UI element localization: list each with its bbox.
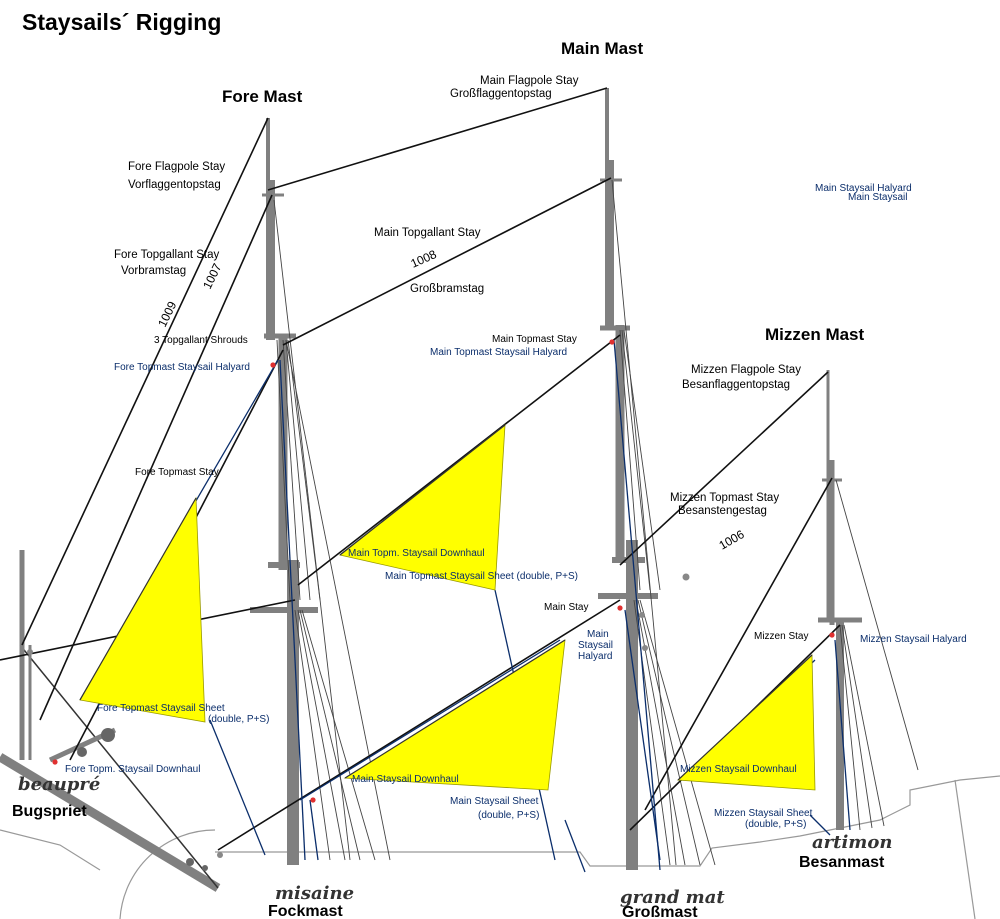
stay-number-1007: 1007 xyxy=(200,261,224,291)
staysails xyxy=(79,424,816,791)
mizzen-mast-spar xyxy=(818,370,862,830)
fore-topgallant-stay xyxy=(39,194,273,721)
main-staysail xyxy=(343,639,566,791)
mizzen-stay-label: Mizzen Stay xyxy=(754,631,808,642)
main-stay-label: Main Stay xyxy=(544,602,588,613)
mizzen-flagpole-stay-label: Mizzen Flagpole Stay xyxy=(691,364,801,376)
main-staysail-downhaul-label: Main Staysail Downhaul xyxy=(352,774,459,785)
fore-topmast-staysail-sheet-label: Fore Topmast Staysail Sheet xyxy=(97,703,225,714)
main-topmast-staysail-sheet-label: Main Topmast Staysail Sheet (double, P+S… xyxy=(385,571,578,582)
main-staysail-halyard-note-1: Main Staysail Halyard xyxy=(815,183,912,194)
mizzen-mast-heading: Mizzen Mast xyxy=(765,325,865,344)
main-staysail-halyard-label-2: Staysail xyxy=(578,640,613,651)
fore-flagpole-stay-label: Fore Flagpole Stay xyxy=(128,161,225,173)
main-topmast-staysail xyxy=(339,424,506,591)
fore-topgallant-stay-label: Fore Topgallant Stay xyxy=(114,249,220,261)
stay-number-1006: 1006 xyxy=(717,527,747,553)
besanmast-label: Besanmast xyxy=(799,854,885,871)
mizzen-topmast-stay xyxy=(644,477,833,811)
beaupre-label: beaupré xyxy=(18,774,100,795)
fore-flagpole-stay-label-de: Vorflaggentopstag xyxy=(128,179,221,191)
mizzen-staysail-downhaul-label: Mizzen Staysail Downhaul xyxy=(680,764,797,775)
blocks xyxy=(52,339,835,803)
main-topgallant-stay xyxy=(282,177,612,346)
main-staysail-sheet-note: (double, P+S) xyxy=(478,810,539,821)
fore-topmast-stay-label: Fore Topmast Stay xyxy=(135,467,219,478)
grand-mat-label: grand mat xyxy=(620,887,725,908)
main-flagpole-stay-label: Main Flagpole Stay xyxy=(480,75,579,87)
fore-topmast-staysail-sheet-note: (double, P+S) xyxy=(208,714,269,725)
mizzen-topmast-stay-label: Mizzen Topmast Stay xyxy=(670,492,779,504)
mizzen-flagpole-stay-label-de: Besanflaggentopstag xyxy=(682,379,790,391)
fore-topgallant-stay-label-de: Vorbramstag xyxy=(121,265,186,277)
main-topmast-stay-label: Main Topmast Stay xyxy=(492,334,577,345)
main-staysail-halyard-note-2: Main Staysail xyxy=(848,192,907,203)
main-mast-heading: Main Mast xyxy=(561,39,644,58)
bugspriet-label: Bugspriet xyxy=(12,803,87,820)
mizzen-staysail-halyard-label: Mizzen Staysail Halyard xyxy=(860,634,967,645)
hull-outline xyxy=(0,775,1000,919)
grossmast-label: Großmast xyxy=(622,904,698,919)
mizzen-flagpole-stay xyxy=(619,371,829,566)
main-flagpole-stay xyxy=(267,87,608,191)
main-flagpole-stay-label-de: Großflaggentopstag xyxy=(450,88,552,100)
sail-luff-lines xyxy=(79,424,813,781)
main-staysail-halyard-label-3: Halyard xyxy=(578,651,612,662)
main-mast-spar xyxy=(598,88,658,870)
misaine-label: misaine xyxy=(275,883,354,904)
main-topgallant-stay-label-de: Großbramstag xyxy=(410,283,484,295)
fore-topmast-staysail-halyard-label: Fore Topmast Staysail Halyard xyxy=(114,362,250,373)
main-topmast-staysail-halyard-label: Main Topmast Staysail Halyard xyxy=(430,347,567,358)
mizzen-staysail-sheet-label: Mizzen Staysail Sheet xyxy=(714,808,813,819)
mizzen-staysail-sheet-note: (double, P+S) xyxy=(745,819,806,830)
artimon-label: artimon xyxy=(812,832,892,853)
main-stay xyxy=(217,599,621,851)
fittings xyxy=(27,573,690,858)
main-staysail-sheet-label: Main Staysail Sheet xyxy=(450,796,539,807)
topgallant-shrouds-label: 3 Topgallant Shrouds xyxy=(154,335,248,346)
fore-flagpole-stay xyxy=(21,117,269,646)
mizzen-topmast-stay-label-de: Besanstengestag xyxy=(678,505,767,517)
shrouds xyxy=(273,179,919,866)
main-topmast-stay xyxy=(297,334,621,586)
fore-topm-staysail-downhaul-label: Fore Topm. Staysail Downhaul xyxy=(65,764,200,775)
main-staysail-halyard-label-1: Main xyxy=(587,629,609,640)
fore-topmast-staysail xyxy=(79,496,206,723)
main-topm-staysail-downhaul-label: Main Topm. Staysail Downhaul xyxy=(348,548,485,559)
fore-mast-heading: Fore Mast xyxy=(222,87,303,106)
fockmast-label: Fockmast xyxy=(268,903,343,919)
main-topgallant-stay-label: Main Topgallant Stay xyxy=(374,227,481,239)
diagram-title: Staysails´ Rigging xyxy=(22,9,221,35)
